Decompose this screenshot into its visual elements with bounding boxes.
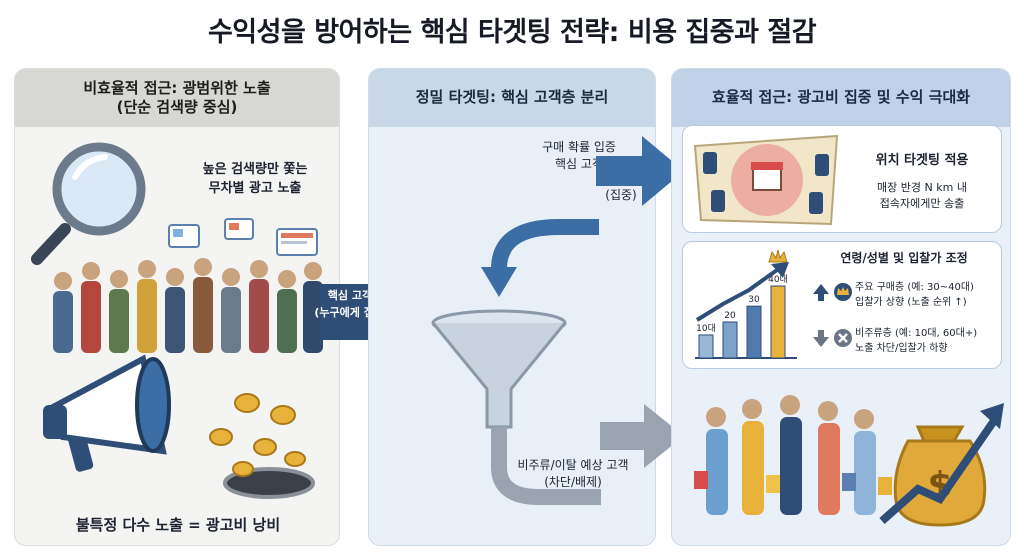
- magnifier-icon: [31, 142, 146, 265]
- bidding-title: 연령/성별 및 입찰가 조정: [840, 251, 968, 265]
- money-bag-growth-icon: $: [879, 403, 1004, 527]
- location-desc: 매장 반경 N km 내 접속자에게만 송출: [847, 180, 997, 212]
- bar-0: [698, 334, 714, 359]
- crowd-illustration: [53, 258, 323, 353]
- core-line1: 구매 확률 입증: [542, 140, 616, 154]
- arrow-down-icon: [811, 328, 831, 348]
- floating-ad-cards-icon: [168, 218, 318, 256]
- growth-trend-line: [695, 268, 779, 322]
- funnel-icon: [431, 219, 601, 505]
- coins-drain-icon: [209, 393, 315, 499]
- bid-up-line2: 입찰가 상향 (노출 순위 ↑): [855, 297, 967, 308]
- exclude-arrow: [600, 404, 684, 468]
- focus-arrow: [596, 136, 684, 206]
- bid-up-text: 주요 구매층 (예: 30~40대) 입찰가 상향 (노출 순위 ↑): [855, 280, 1001, 310]
- inefficient-panel-heading: 비효율적 접근: 광범위한 노출 (단순 검색량 중심): [15, 69, 339, 127]
- efficient-approach-panel: 효율적 접근: 광고비 집중 및 수익 극대화 위치 타겟팅 적용 매장 반경 …: [671, 68, 1011, 546]
- block-icon: [833, 328, 853, 348]
- core-customer-label: 구매 확률 입증 핵심 고객: [519, 139, 639, 174]
- excluded-line2: (차단/배제): [544, 475, 602, 490]
- inefficient-approach-panel: 비효율적 접근: 광범위한 노출 (단순 검색량 중심) 높은 검색량만 쫓는 …: [14, 68, 340, 546]
- growth-arrow-head: [771, 262, 789, 278]
- precision-panel-heading: 정밀 타겟팅: 핵심 고객층 분리: [369, 69, 655, 127]
- happy-shoppers-illustration: [694, 395, 892, 515]
- location-targeting-card: 위치 타겟팅 적용 매장 반경 N km 내 접속자에게만 송출: [682, 125, 1002, 233]
- crown-icon: [833, 282, 853, 302]
- efficient-panel-heading: 효율적 접근: 광고비 집중 및 수익 극대화: [672, 69, 1010, 127]
- crown-icon-chart: [768, 249, 788, 263]
- callout-line1: 높은 검색량만 쫓는: [202, 162, 308, 177]
- page-title: 수익성을 방어하는 핵심 타겟팅 전략: 비용 집중과 절감: [207, 17, 817, 48]
- precision-targeting-panel: 정밀 타겟팅: 핵심 고객층 분리 구매 확률 입증 핵심 고객 (집중) 비주…: [368, 68, 656, 546]
- map-pin-store-icon: [693, 134, 839, 226]
- bar-label-1: 20: [724, 311, 736, 321]
- bar-label-0: 10대: [696, 323, 716, 334]
- bid-up-line1: 주요 구매층 (예: 30~40대): [855, 282, 974, 293]
- bar-label-2: 30: [748, 295, 760, 305]
- age-bid-bar-chart: 10대 20 30 40대: [695, 249, 797, 359]
- arrow-up-icon: [811, 282, 831, 302]
- bar-3: [770, 285, 786, 359]
- bidding-adjustment-card: 연령/성별 및 입찰가 조정 10대 20 30 40대 주요 구매층 (예: 30~…: [682, 241, 1002, 369]
- location-title: 위치 타겟팅 적용: [875, 153, 969, 168]
- bid-down-line2: 노출 차단/입찰가 하향: [855, 343, 948, 354]
- callout-line2: 무차별 광고 노출: [208, 180, 302, 196]
- excluded-customer-label: 비주류/이탈 예상 고객 (차단/배제): [489, 457, 655, 492]
- megaphone-icon: [43, 354, 171, 472]
- bid-down-line1: 비주류층 (예: 10대, 60대+): [855, 328, 978, 339]
- inefficient-heading-line2: (단순 검색량 중심): [116, 98, 238, 116]
- bar-1: [722, 321, 738, 359]
- core-line2: 핵심 고객: [555, 157, 603, 172]
- bid-down-text: 비주류층 (예: 10대, 60대+) 노출 차단/입찰가 하향: [855, 326, 1001, 356]
- location-desc-line2: 접속자에게만 송출: [879, 196, 965, 210]
- bar-label-3: 40대: [768, 274, 788, 285]
- inefficient-heading-line1: 비효율적 접근: 광범위한 노출: [83, 78, 271, 97]
- bar-2: [746, 305, 762, 359]
- focus-tag: (집중): [605, 188, 637, 202]
- broad-exposure-callout: 높은 검색량만 쫓는 무차별 광고 노출: [175, 161, 335, 199]
- location-desc-line1: 매장 반경 N km 내: [877, 181, 967, 194]
- ad-waste-footer: 불특정 다수 노출 = 광고비 낭비: [75, 516, 281, 534]
- excluded-line1: 비주류/이탈 예상 고객: [517, 458, 629, 472]
